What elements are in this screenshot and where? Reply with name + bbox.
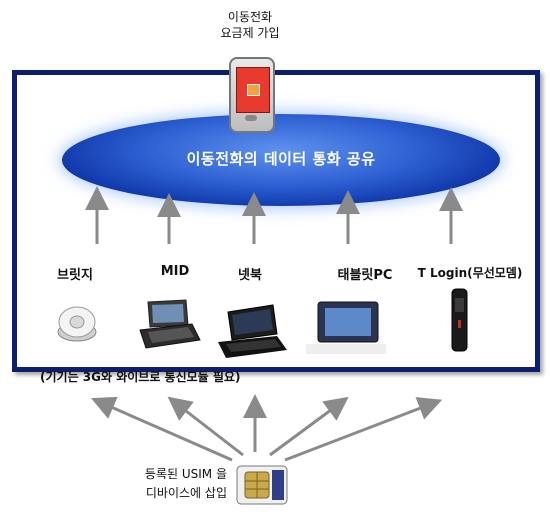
netbook-drawing <box>218 304 287 358</box>
bridge-device-drawing <box>57 306 97 342</box>
mid-device-icon <box>138 298 200 350</box>
mobile-phone-icon <box>229 57 275 133</box>
device-label-mid: MID <box>160 264 190 279</box>
modem-drawing <box>451 288 468 352</box>
netbook-icon <box>218 303 288 359</box>
bridge-device-icon <box>56 305 98 345</box>
usim-arrow-2 <box>167 396 244 457</box>
top-label-line2: 요금제 가입 <box>220 26 280 40</box>
usim-card-drawing <box>236 465 288 505</box>
wireless-modem-icon <box>450 287 470 353</box>
device-label-modem: T Login(무선모뎀) <box>417 266 523 280</box>
usim-card-icon <box>237 466 287 504</box>
phone-button <box>245 115 257 121</box>
mid-device-drawing <box>139 299 201 349</box>
usim-arrow-5 <box>284 397 443 462</box>
device-label-bridge: 브릿지 <box>57 268 93 283</box>
data-sharing-label: 이동전화의 데이터 통화 공유 <box>186 150 376 168</box>
top-label-line1: 이동전화 <box>227 10 273 24</box>
usim-arrow-1 <box>91 396 233 462</box>
tablet-drawing <box>306 301 386 354</box>
usim-label-line2: 디바이스에 삽입 <box>145 486 227 500</box>
usim-arrow-4 <box>269 396 349 457</box>
tablet-pc-icon <box>306 300 388 356</box>
phone-app-icon <box>247 84 260 96</box>
device-requirement-note: (기기는 3G와 와이브로 통신모듈 필요) <box>40 370 241 384</box>
device-label-tablet: 태블릿PC <box>337 268 393 283</box>
device-label-netbook: 넷북 <box>238 268 262 283</box>
usim-label-line1: 등록된 USIM 을 <box>144 467 227 481</box>
data-sharing-cloud <box>62 114 500 206</box>
phone-screen <box>236 67 270 113</box>
